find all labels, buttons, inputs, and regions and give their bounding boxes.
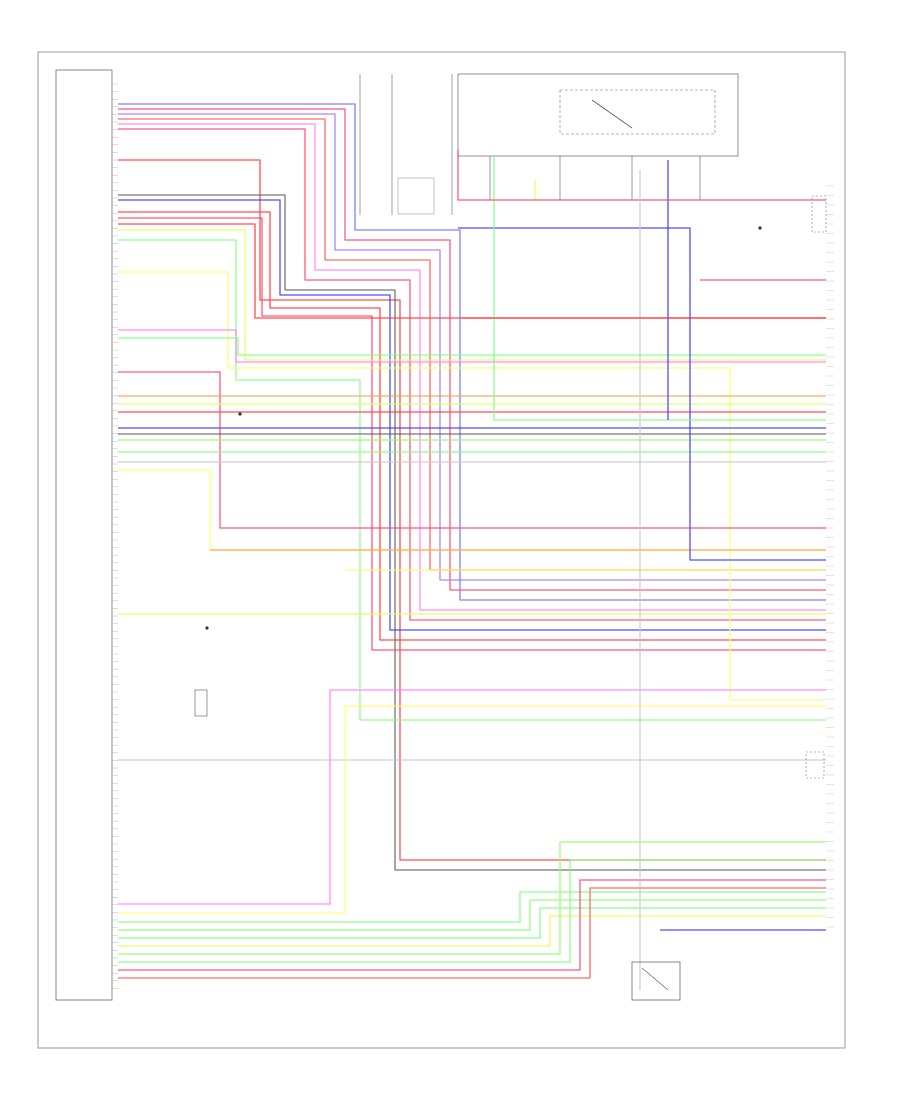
wire — [118, 223, 826, 319]
right-connector-ticks — [826, 185, 834, 928]
wire — [118, 123, 826, 611]
front-buckle-switch-box — [631, 961, 681, 1001]
wire — [118, 271, 826, 701]
wire — [118, 337, 826, 356]
wire — [118, 103, 826, 601]
wire — [118, 128, 826, 621]
wire — [118, 118, 826, 571]
wire — [118, 705, 826, 914]
wire — [118, 199, 826, 631]
wire — [118, 108, 826, 591]
wire — [118, 211, 826, 641]
ecu-connector-block — [55, 69, 118, 1001]
top-center-components — [359, 73, 739, 215]
wire — [458, 227, 826, 561]
ecu-pin-ticks — [112, 83, 118, 989]
wire — [118, 159, 826, 861]
wire — [118, 217, 826, 651]
wire — [118, 229, 826, 361]
right-sensor-box — [805, 751, 825, 779]
relay-inner-box — [559, 89, 716, 135]
wire — [118, 915, 826, 947]
wire-harness — [118, 103, 826, 990]
wire — [118, 859, 826, 963]
sensor-symbol-left — [194, 689, 208, 717]
wire — [118, 329, 826, 363]
wire — [118, 194, 826, 871]
wire — [118, 891, 826, 923]
wire — [457, 150, 826, 201]
wire — [118, 899, 826, 931]
wire — [118, 887, 826, 979]
right-top-sensor-box — [811, 195, 827, 233]
wire — [118, 907, 826, 939]
wire — [118, 841, 826, 955]
wire — [118, 239, 826, 721]
wire — [118, 689, 826, 905]
wire — [118, 371, 826, 529]
wire — [493, 156, 826, 421]
main-relay-box — [457, 73, 739, 157]
switch-box-left — [397, 177, 435, 215]
wire — [118, 469, 826, 551]
diagram-frame — [37, 51, 846, 1049]
wire — [118, 879, 826, 971]
wire — [118, 113, 826, 581]
component-symbols — [194, 195, 827, 1001]
